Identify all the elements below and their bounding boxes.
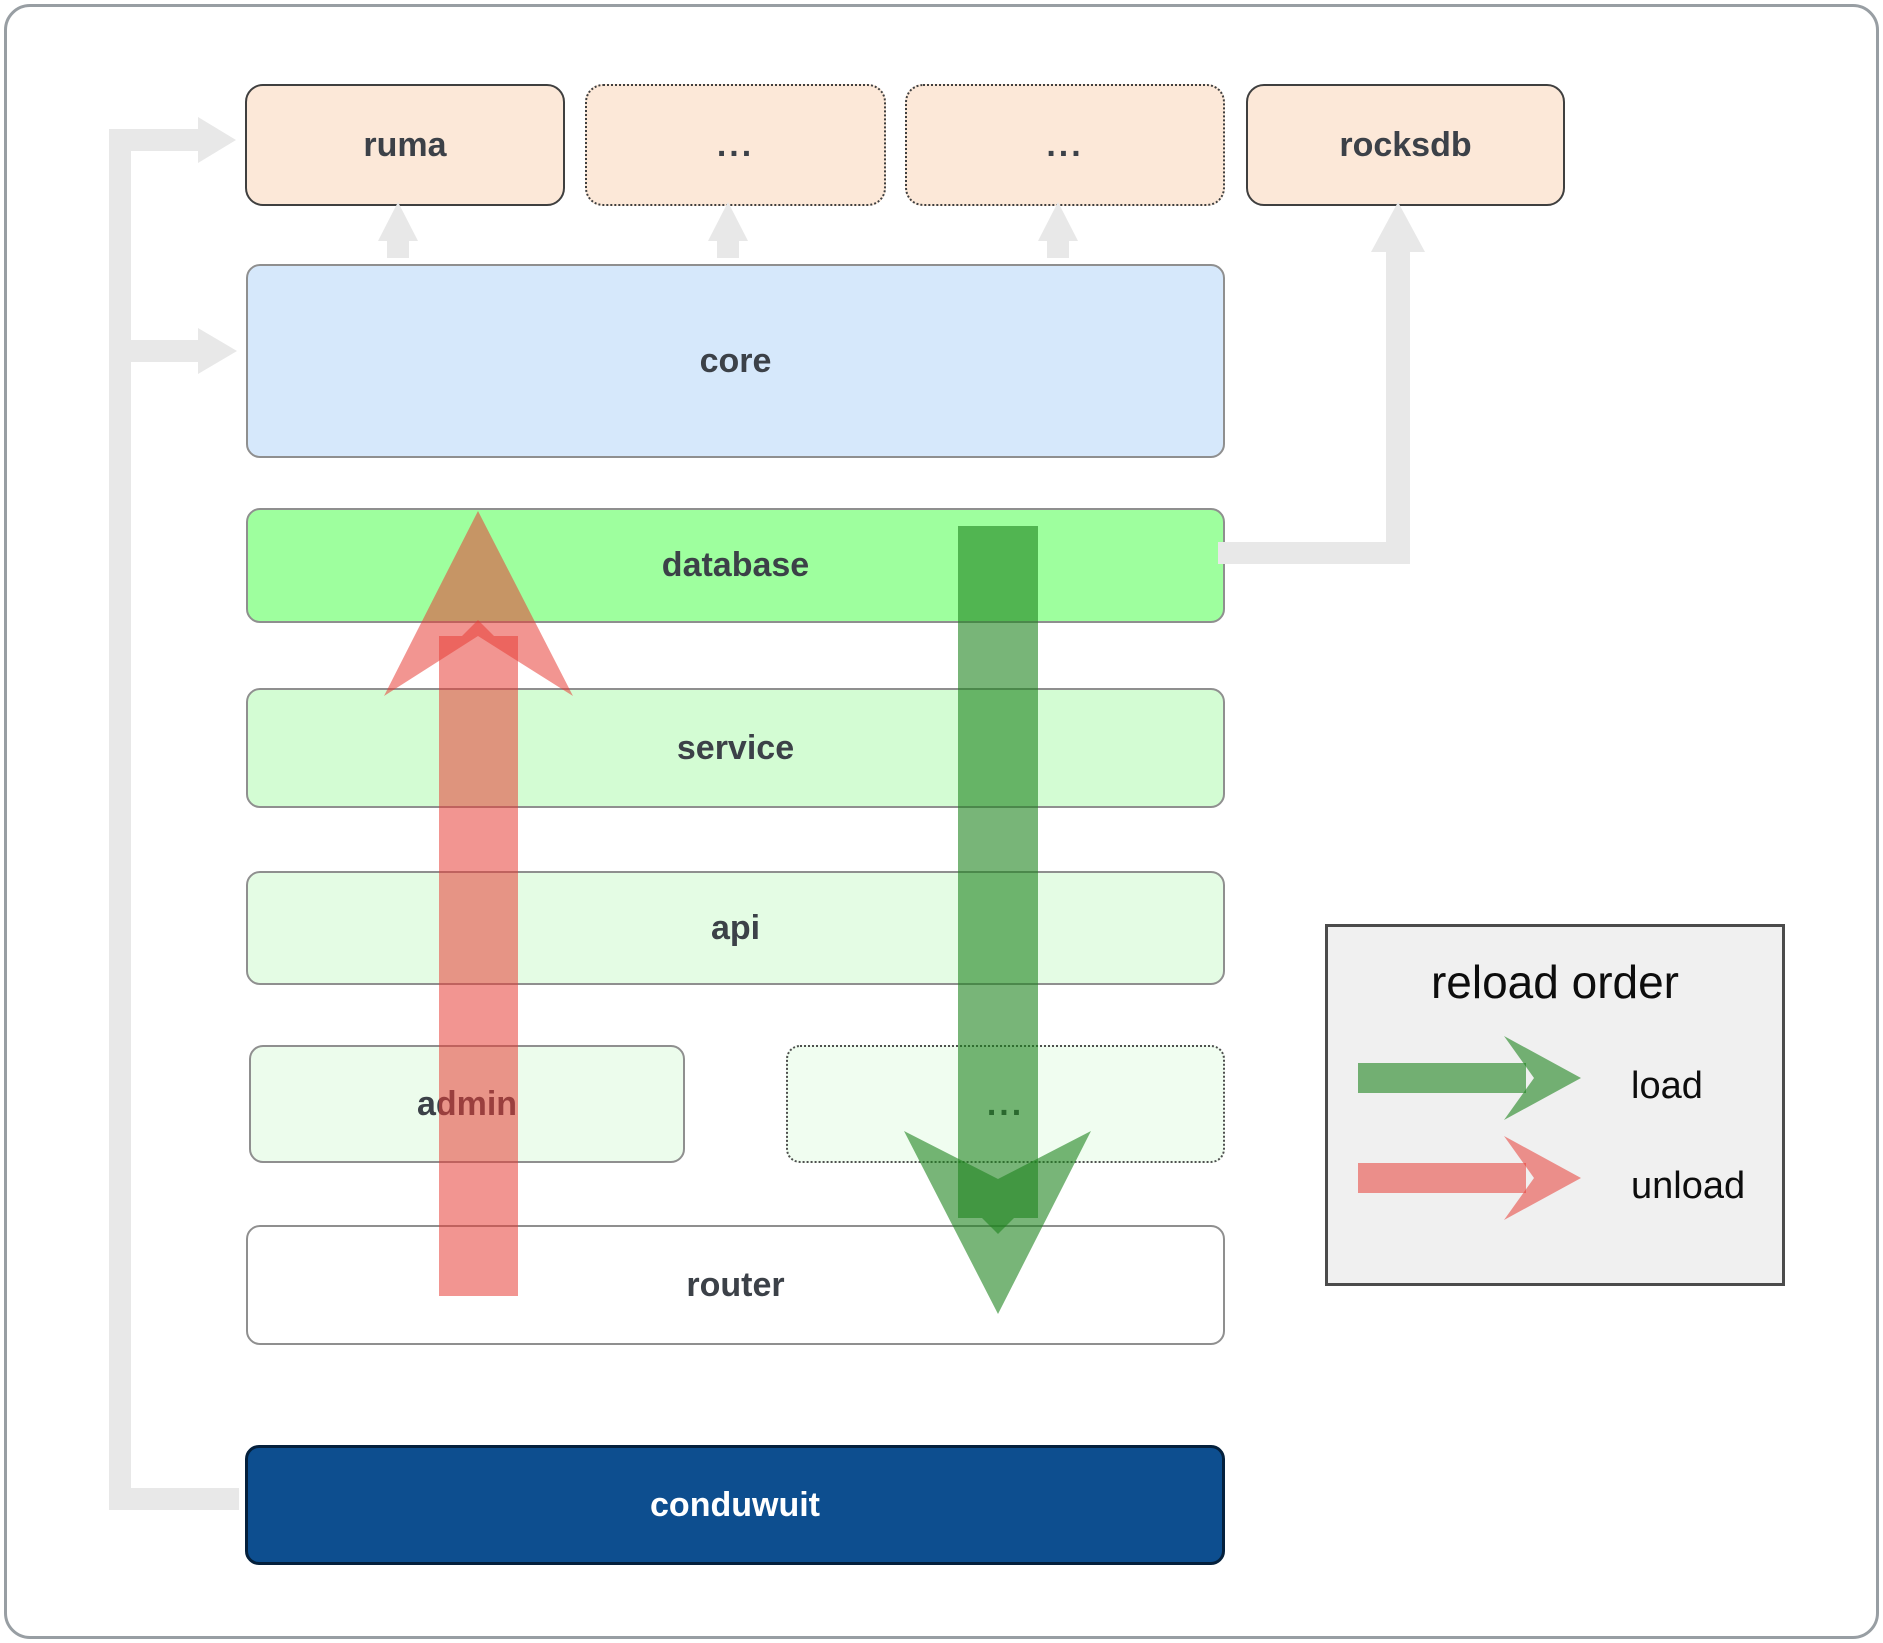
legend-unload-label: unload (1631, 1165, 1746, 1207)
box-service: service (246, 688, 1225, 808)
box-ellipsis-top-1-label: ... (716, 125, 755, 164)
box-ellipsis-top-2: ... (905, 84, 1225, 206)
box-rocksdb: rocksdb (1246, 84, 1565, 206)
box-api: api (246, 871, 1225, 985)
legend-title: reload order (1430, 956, 1680, 1008)
box-conduwuit: conduwuit (245, 1445, 1225, 1565)
box-service-label: service (676, 728, 795, 767)
box-ellipsis-admin-row: ... (786, 1045, 1225, 1163)
box-ruma: ruma (245, 84, 565, 206)
diagram-canvas: ruma ... ... rocksdb core database servi… (4, 4, 1879, 1639)
legend-reload-order: reload order load unload (1325, 924, 1785, 1286)
box-rocksdb-label: rocksdb (1339, 125, 1472, 164)
box-admin: admin (249, 1045, 685, 1163)
box-conduwuit-label: conduwuit (650, 1485, 820, 1524)
box-admin-label: admin (416, 1084, 518, 1123)
box-ellipsis-top-1: ... (585, 84, 886, 206)
box-ellipsis-top-2-label: ... (1046, 125, 1084, 164)
legend-load-label: load (1631, 1065, 1703, 1107)
box-database-label: database (661, 546, 810, 584)
box-core-label: core (699, 341, 772, 380)
box-ruma-label: ruma (363, 125, 447, 164)
box-database: database (246, 508, 1225, 623)
box-api-label: api (710, 908, 761, 947)
box-router: router (246, 1225, 1225, 1345)
box-core: core (246, 264, 1225, 458)
box-router-label: router (686, 1265, 785, 1304)
box-ellipsis-admin-row-label: ... (986, 1084, 1025, 1123)
